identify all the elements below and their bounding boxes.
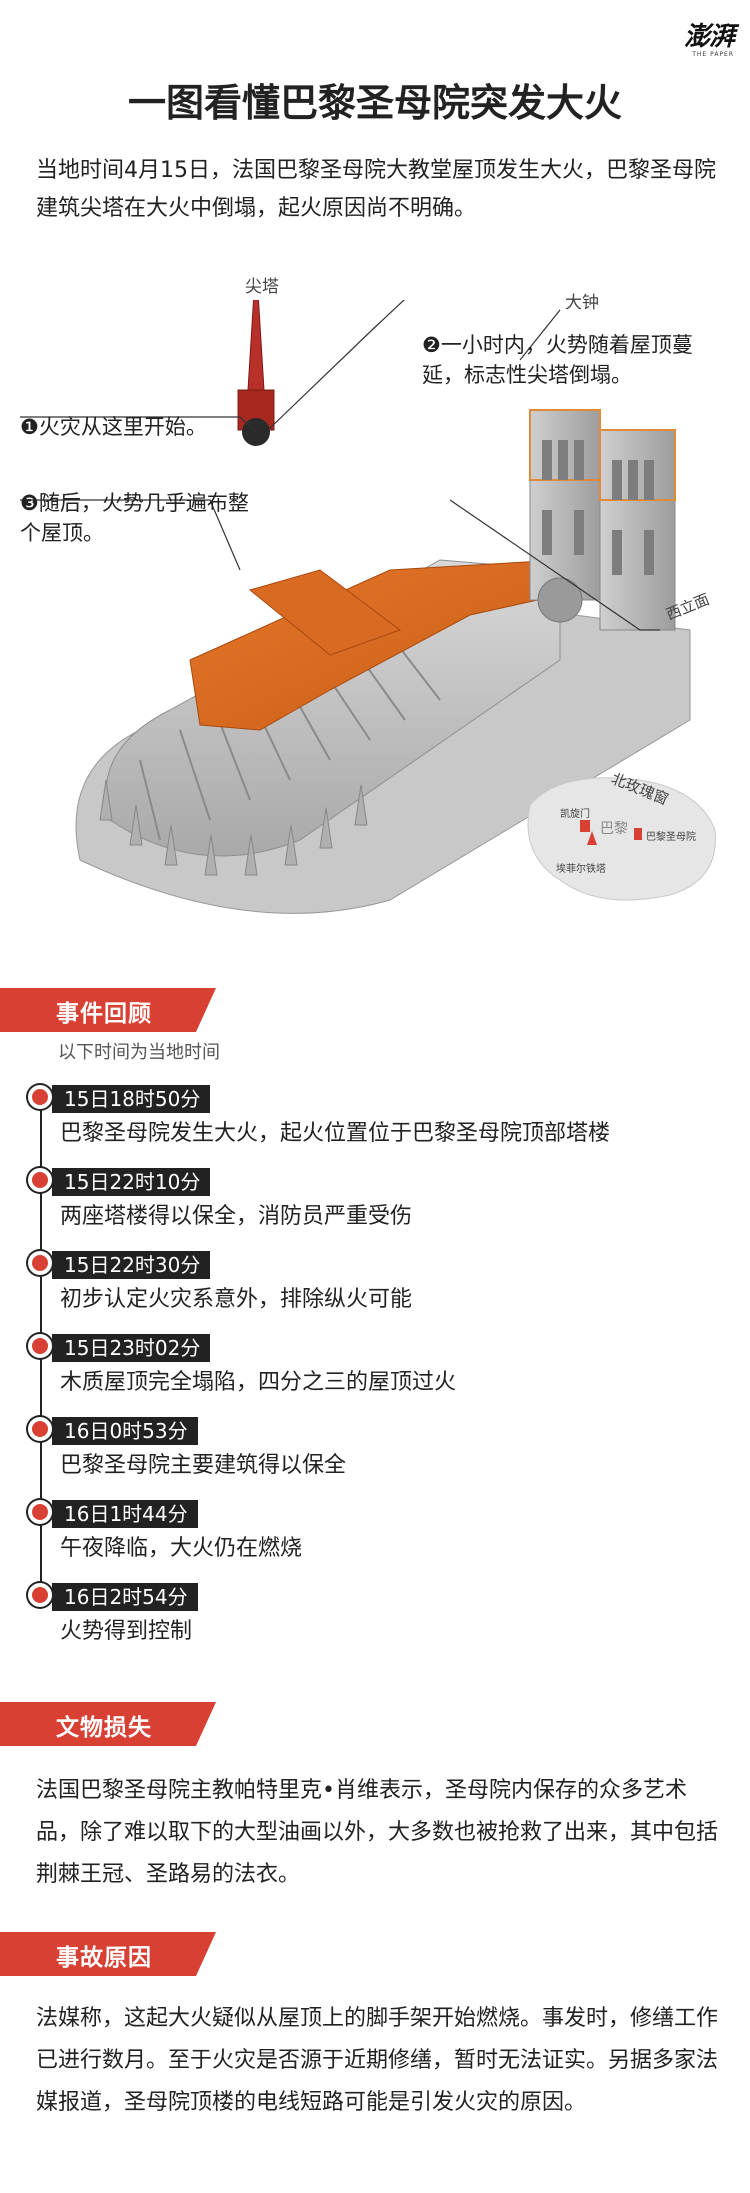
timeline-time: 15日23时02分 (52, 1334, 211, 1362)
timeline-time: 15日18时50分 (52, 1085, 211, 1113)
timeline-item: 15日18时50分 巴黎圣母院发生大火，起火位置位于巴黎圣母院顶部塔楼 (24, 1085, 724, 1155)
callout-2: ❷一小时内，火势随着屋顶蔓延，标志性尖塔倒塌。 (422, 333, 693, 387)
timezone-note: 以下时间为当地时间 (58, 1042, 220, 1063)
timeline-time: 15日22时30分 (52, 1251, 211, 1279)
timeline-text: 火势得到控制 (60, 1619, 193, 1644)
page-title: 一图看懂巴黎圣母院突发大火 (127, 81, 622, 125)
timeline-dot (28, 1085, 52, 1109)
timeline-item: 16日0时53分 巴黎圣母院主要建筑得以保全 (24, 1417, 724, 1487)
timeline-dot (28, 1251, 52, 1275)
label-bell: 大钟 (565, 293, 599, 313)
timeline-text: 巴黎圣母院主要建筑得以保全 (60, 1453, 347, 1478)
burning-roof-transept (248, 569, 402, 656)
timeline-text: 初步认定火灾系意外，排除纵火可能 (60, 1287, 413, 1312)
timeline-time: 16日1时44分 (52, 1500, 198, 1528)
timeline-dot (28, 1168, 52, 1192)
timeline-time: 16日0时53分 (52, 1417, 198, 1445)
section-title-relics: 文物损失 (56, 1715, 152, 1741)
brand-logo: 澎湃 THE PAPER (662, 16, 735, 58)
cathedral-drawing (20, 259, 725, 914)
section-head-events: 事件回顾 (0, 988, 216, 1032)
notre-dame-marker (634, 828, 642, 840)
timeline-text: 午夜降临，大火仍在燃烧 (60, 1536, 303, 1561)
logo-text: 澎湃 (683, 22, 735, 52)
logo-subtext: THE PAPER (692, 51, 734, 58)
timeline-time: 16日2时54分 (52, 1583, 198, 1611)
paris-map (527, 777, 716, 901)
cause-paragraph: 法媒称，这起大火疑似从屋顶上的脚手架开始燃烧。事发时，修缮工作已进行数月。至于火… (36, 2006, 719, 2115)
timeline-text: 两座塔楼得以保全，消防员严重受伤 (60, 1204, 413, 1229)
timeline-dot (28, 1334, 52, 1358)
intro-paragraph: 当地时间4月15日，法国巴黎圣母院大教堂屋顶发生大火，巴黎圣母院建筑尖塔在大火中… (36, 158, 716, 221)
map-label-arc: 凯旋门 (560, 809, 590, 820)
timeline-item: 16日2时54分 火势得到控制 (24, 1583, 724, 1653)
timeline-text: 巴黎圣母院发生大火，起火位置位于巴黎圣母院顶部塔楼 (60, 1121, 611, 1146)
timeline-item: 16日1时44分 午夜降临，大火仍在燃烧 (24, 1500, 724, 1570)
map-label-eiffel: 埃菲尔铁塔 (556, 864, 606, 875)
callout-1: ❶火灾从这里开始。 (20, 415, 207, 439)
timeline-item: 15日22时30分 初步认定火灾系意外，排除纵火可能 (24, 1251, 724, 1321)
arc-marker (580, 820, 590, 832)
timeline-dot (28, 1500, 52, 1524)
section-head-relics: 文物损失 (0, 1702, 216, 1746)
label-spire: 尖塔 (245, 277, 279, 297)
cathedral-illustration: 尖塔 大钟 西立面 北玫瑰窗 ❶火灾从这里开始。 ❷一小时内，火势随着屋顶蔓延，… (0, 259, 750, 940)
burning-roof (189, 559, 561, 731)
section-title-cause: 事故原因 (56, 1945, 152, 1971)
timeline-text: 木质屋顶完全塌陷，四分之三的屋顶过火 (60, 1370, 457, 1395)
timeline-dot (28, 1583, 52, 1607)
timeline-dot (28, 1417, 52, 1441)
map-label-notre-dame: 巴黎圣母院 (646, 832, 696, 843)
eiffel-marker (587, 831, 597, 845)
section-title-events: 事件回顾 (56, 1001, 152, 1027)
callout-3: ❸随后，火势几乎遍布整个屋顶。 (20, 491, 249, 545)
west-towers (529, 409, 676, 631)
pinnacles (99, 779, 368, 876)
section-head-cause: 事故原因 (0, 1932, 216, 1976)
timeline-item: 15日22时10分 两座塔楼得以保全，消防员严重受伤 (24, 1168, 724, 1238)
timeline-item: 15日23时02分 木质屋顶完全塌陷，四分之三的屋顶过火 (24, 1334, 724, 1404)
timeline-time: 15日22时10分 (52, 1168, 211, 1196)
relics-paragraph: 法国巴黎圣母院主教帕特里克•肖维表示，圣母院内保存的众多艺术品，除了难以取下的大… (36, 1778, 719, 1887)
map-label-city: 巴黎 (600, 821, 628, 837)
